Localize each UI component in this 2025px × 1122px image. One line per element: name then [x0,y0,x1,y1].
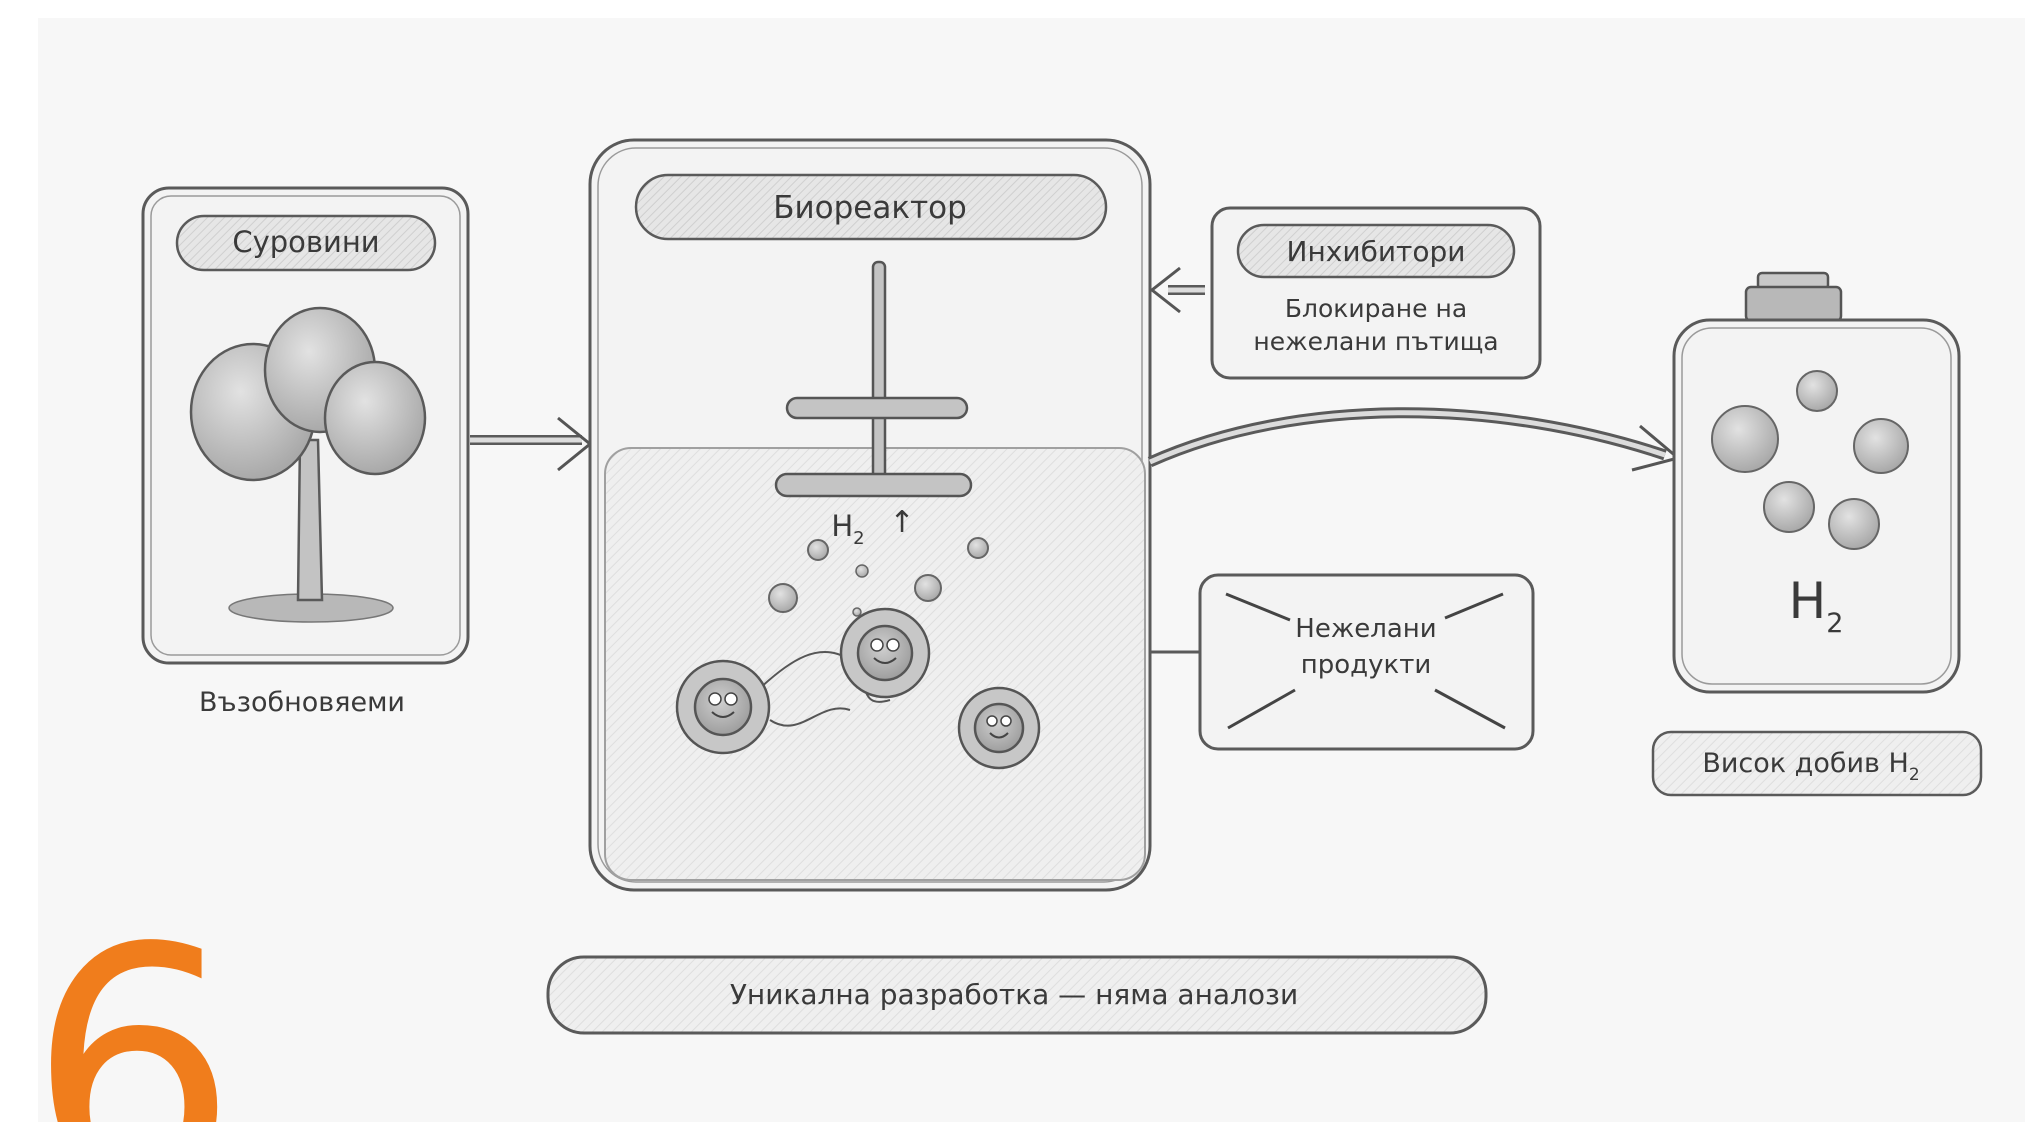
inhibitors-title-pill [1236,223,1516,279]
product-caption: Висок добив H2 [1702,748,1919,785]
product-caption-pill: Висок добив H2 [1651,730,1983,797]
gas-up-arrow: ↑ [889,505,914,540]
hydrogen-label: H2 [1789,572,1844,639]
bioreactor-panel: Биореактор H2 ↑ [588,138,1152,892]
raw-materials-caption: Възобновяеми [199,687,405,718]
microbe-cell [675,659,771,755]
microbe-cells [675,607,1041,770]
bioreactor-title-pill [634,173,1108,241]
inhibitors-line-1: Блокиране на [1285,294,1467,323]
bioreactor-gas-label: H2 [831,509,864,549]
hydrogen-molecules [1711,370,1909,550]
inhibitors-panel: Инхибитори Блокиране на нежелани пътища [1210,206,1542,380]
unwanted-products-panel: Нежелани продукти [1150,573,1535,751]
microbe-cell [957,686,1041,770]
unwanted-line-1: Нежелани [1295,614,1436,644]
raw-materials-panel: Суровини Възобновяеми [141,186,470,718]
hydrogen-tank: H2 [1672,271,1961,694]
inhibitors-title: Инхибитори [1287,235,1466,268]
bioreactor-title: Биореактор [773,190,967,226]
raw-materials-title-pill [175,214,437,272]
slide-number: 6 [28,905,238,1122]
tree-icon [189,306,427,623]
unwanted-line-2: продукти [1301,650,1432,680]
gas-bubbles [768,537,989,617]
footer-banner: Уникална разработка — няма аналози [546,955,1488,1035]
inhibitors-line-2: нежелани пътища [1253,327,1498,356]
microbe-cell [839,607,931,699]
raw-materials-title: Суровини [232,225,379,259]
stirrer-icon [774,260,973,498]
footer-banner-text: Уникална разработка — няма аналози [730,978,1298,1011]
arrow-inhibitors-to-reactor [1149,266,1205,314]
crossed-out-icon [1225,592,1506,730]
